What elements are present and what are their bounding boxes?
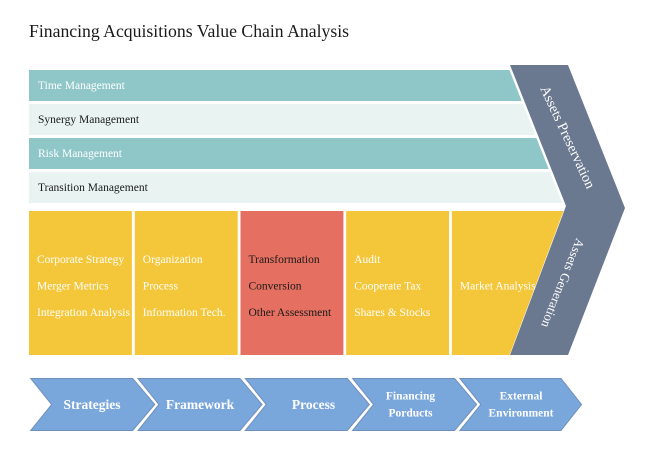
svg-text:Environment: Environment [489, 408, 554, 420]
svg-text:Corporate Strategy: Corporate Strategy [37, 254, 124, 266]
svg-text:Transformation: Transformation [249, 254, 320, 266]
svg-text:Porducts: Porducts [388, 408, 433, 420]
svg-text:Financing: Financing [386, 391, 435, 403]
svg-text:Risk Management: Risk Management [38, 148, 123, 160]
svg-text:Other Assessment: Other Assessment [249, 307, 333, 319]
svg-text:External: External [500, 391, 543, 403]
svg-text:Framework: Framework [166, 397, 235, 412]
svg-text:Integration Analysis: Integration Analysis [37, 307, 130, 319]
svg-text:Cooperate Tax: Cooperate Tax [354, 281, 421, 293]
svg-text:Process: Process [292, 397, 335, 412]
svg-text:Audit: Audit [354, 254, 381, 266]
svg-text:Financing Acquisitions Value C: Financing Acquisitions Value Chain Analy… [29, 21, 349, 41]
svg-text:Strategies: Strategies [64, 397, 121, 412]
svg-text:Information Tech.: Information Tech. [143, 307, 226, 319]
svg-text:Transition Management: Transition Management [38, 182, 149, 194]
svg-text:Market Analysis: Market Analysis [460, 281, 536, 293]
svg-text:Synergy Management: Synergy Management [38, 114, 140, 126]
svg-text:Process: Process [143, 281, 179, 293]
svg-text:Shares & Stocks: Shares & Stocks [354, 307, 431, 319]
svg-text:Organization: Organization [143, 254, 203, 266]
svg-text:Merger Metrics: Merger Metrics [37, 281, 109, 293]
svg-text:Conversion: Conversion [249, 281, 302, 293]
svg-text:Time Management: Time Management [38, 80, 126, 92]
